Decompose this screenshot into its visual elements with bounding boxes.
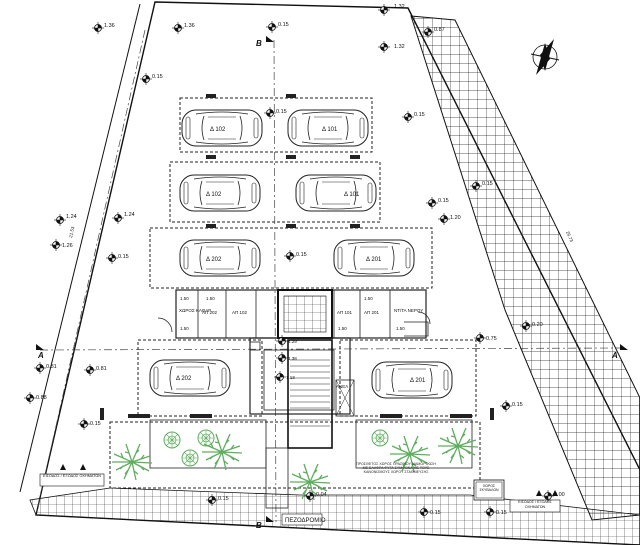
level-value: 0.15: [90, 421, 101, 427]
columns: [100, 94, 494, 420]
level-value: 0.87: [434, 27, 445, 33]
storage-label: ΧΩΡΟΣ ΚΑΘΑΡ.: [179, 308, 212, 313]
street-label-box: [281, 513, 323, 526]
section-line-a: [39, 347, 621, 351]
car: [295, 174, 377, 212]
parking-label: Δ 202: [206, 257, 222, 263]
level-value: 1.24: [66, 214, 77, 220]
side-dim: 21.53: [68, 226, 75, 239]
bins-area: [473, 479, 505, 501]
level-value: 1.13: [286, 375, 295, 380]
level-value: 0.04: [316, 492, 327, 498]
section-line-b: [273, 39, 277, 523]
level-value: 0.15: [276, 109, 287, 115]
level-value: 0.81: [96, 366, 107, 372]
level-value: 1.32: [394, 44, 405, 50]
level-value: 0.15: [482, 181, 493, 187]
parking-label: Δ 102: [206, 192, 222, 198]
entrance-right-label: ΕΙΣΟΔΟΣ / ΕΞΟΔΟΣ ΟΧΗΜΑΤΩΝ: [518, 500, 552, 509]
level-value: 1.36: [104, 23, 115, 29]
dim: 1.50: [180, 326, 189, 331]
street-label: ΠΕΖΟΔΡΟΜΙΟ: [285, 518, 326, 524]
level-value: 0.81: [46, 364, 57, 370]
parking-label: Δ 202: [176, 376, 192, 382]
parking-label: Δ 201: [366, 257, 382, 263]
level-value: 1.26: [62, 243, 73, 249]
level-value: 1.38: [288, 356, 297, 361]
parking-label: Δ 101: [322, 127, 338, 133]
level-value: 0.75: [486, 336, 497, 342]
dim: 1.50: [364, 296, 373, 301]
core-block: [157, 289, 431, 339]
level-value: 0.00: [554, 492, 565, 498]
level-value: 0.15: [430, 510, 441, 516]
level-value: 0.88: [36, 395, 47, 401]
bins-label: ΧΩΡΟΣ ΣΚΥΒΑΛΩΝ: [479, 484, 499, 492]
level-value: 1.36: [184, 23, 195, 29]
entrance-left: [39, 464, 105, 487]
level-value: 1.32: [394, 4, 405, 10]
level-value: 0.15: [118, 254, 129, 260]
plot-boundary: [19, 1, 640, 545]
storage-label: ΑΠ 101: [337, 310, 353, 315]
dim: 1.50: [338, 326, 347, 331]
level-value: 1.24: [124, 212, 135, 218]
level-value: 0.15: [496, 510, 507, 516]
level-value: 0.15: [512, 402, 523, 408]
level-value: 0.15: [278, 22, 289, 28]
level-value: 1.20: [450, 215, 461, 221]
level-value: 0.15: [218, 496, 229, 502]
landscape-note: ΠΡΟΣΘΕΤΟΣ ΧΩΡΟΣ ΠΡΑΣΙΝΟΥ ΔΙΑΜΟΡΦΩΣΗ ΜΕ Ε…: [356, 462, 436, 475]
dim: 1.50: [206, 296, 215, 301]
axis-b-top: B: [256, 39, 262, 48]
storage-label: ΑΠ 201: [364, 310, 380, 315]
level-values: 1.36 1.36 0.15 1.32 1.32 0.87 0.15 0.15 …: [36, 4, 565, 516]
level-value: 0.15: [296, 252, 307, 258]
axis-a-right: A: [611, 351, 618, 360]
stair-core: [249, 337, 355, 509]
lift-label: ΑΝΕΛ: [336, 384, 348, 389]
side-dim: 26.73: [565, 230, 574, 243]
entrance-left-label: ΕΙΣΟΔΟΣ / ΕΞΟΔΟΣ ΟΧΗΜΑΤΩΝ: [43, 474, 101, 478]
axis-a-left: A: [37, 351, 44, 360]
axis-b-bottom: B: [256, 521, 262, 530]
dim: 1.50: [180, 296, 189, 301]
dim: 1.50: [396, 326, 405, 331]
storage-label: ΝΤ/ΤΑ ΝΕΡΟΥ: [394, 308, 423, 313]
storage-label: ΑΠ 102: [232, 310, 248, 315]
level-value: 0.15: [152, 74, 163, 80]
level-value: 0.15: [414, 112, 425, 118]
parking-layout: [109, 97, 481, 489]
level-value: 0.20: [532, 322, 543, 328]
entrance-right: [509, 490, 561, 513]
level-value: 4.29: [288, 339, 297, 344]
north-arrow: [530, 39, 560, 75]
storage-label: ΑΠ 202: [202, 310, 218, 315]
parking-label: Δ 101: [344, 192, 360, 198]
level-value: 0.15: [438, 198, 449, 204]
parking-label: Δ 201: [410, 378, 426, 384]
parking-label: Δ 102: [210, 127, 226, 133]
road-hatch-east: [410, 15, 640, 521]
